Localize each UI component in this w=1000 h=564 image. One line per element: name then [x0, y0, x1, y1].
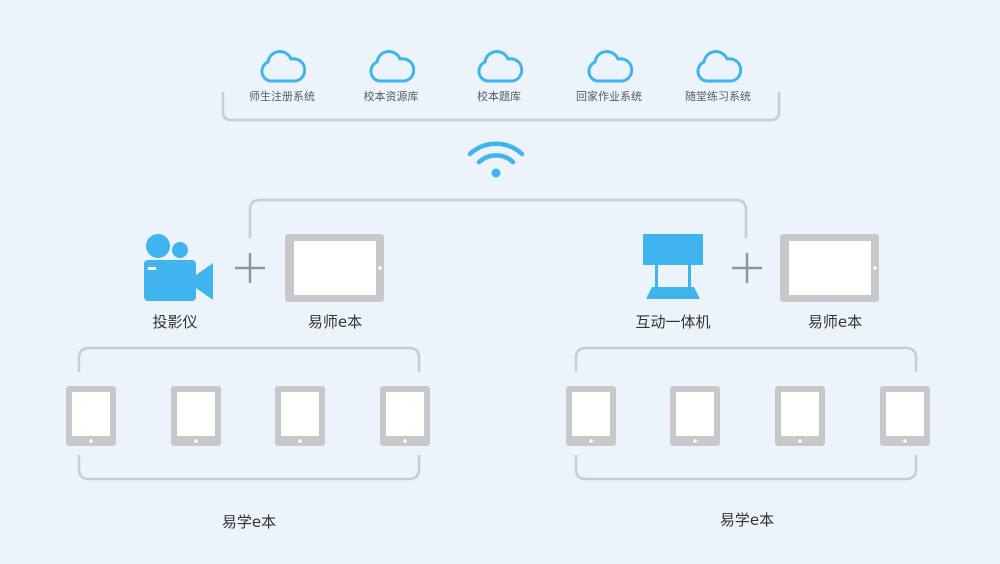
- interactive-display-label: 互动一体机: [635, 313, 711, 331]
- cloud-service-label: 校本题库: [477, 90, 521, 103]
- left-students-bracket-top: [77, 346, 421, 372]
- teacher-tablet-icon: [285, 234, 384, 302]
- network-connector: [248, 198, 748, 238]
- cloud-service-label: 随堂练习系统: [685, 90, 751, 103]
- student-tablet-icon: [66, 386, 116, 446]
- student-tablet-icon: [275, 386, 325, 446]
- cloud-service-item: 校本资源库: [336, 50, 446, 104]
- cloud-icon: [369, 50, 415, 83]
- cloud-services-bracket: [221, 92, 781, 122]
- projector-label: 投影仪: [152, 313, 198, 331]
- cloud-service-item: 随堂练习系统: [663, 50, 773, 104]
- projector-icon: [144, 234, 213, 301]
- teacher-tablet-label-left: 易师e本: [307, 313, 363, 331]
- cloud-service-label: 师生注册系统: [249, 90, 315, 103]
- student-tablet-icon: [171, 386, 221, 446]
- cloud-icon: [696, 50, 742, 83]
- student-tablets-label-left: 易学e本: [221, 513, 277, 531]
- cloud-service-item: 师生注册系统: [227, 50, 337, 104]
- student-tablets-label-right: 易学e本: [719, 511, 775, 529]
- left-plus-icon: [235, 253, 265, 283]
- interactive-display-icon: [643, 234, 703, 299]
- student-tablet-icon: [775, 386, 825, 446]
- teacher-tablet-icon: [780, 234, 879, 302]
- cloud-service-label: 回家作业系统: [576, 90, 642, 103]
- student-tablet-icon: [880, 386, 930, 446]
- right-students-bracket-top: [574, 346, 918, 372]
- teacher-tablet-label-right: 易师e本: [807, 313, 863, 331]
- cloud-service-label: 校本资源库: [363, 90, 419, 103]
- left-students-bracket-bottom: [77, 455, 421, 481]
- student-tablet-icon: [380, 386, 430, 446]
- right-students-bracket-bottom: [574, 455, 918, 481]
- cloud-icon: [587, 50, 633, 83]
- cloud-service-item: 校本题库: [444, 50, 554, 104]
- student-tablet-icon: [566, 386, 616, 446]
- cloud-icon: [477, 50, 523, 83]
- wifi-icon: [467, 141, 525, 178]
- cloud-icon: [260, 50, 306, 83]
- cloud-service-item: 回家作业系统: [554, 50, 664, 104]
- right-plus-icon: [732, 253, 762, 283]
- student-tablet-icon: [670, 386, 720, 446]
